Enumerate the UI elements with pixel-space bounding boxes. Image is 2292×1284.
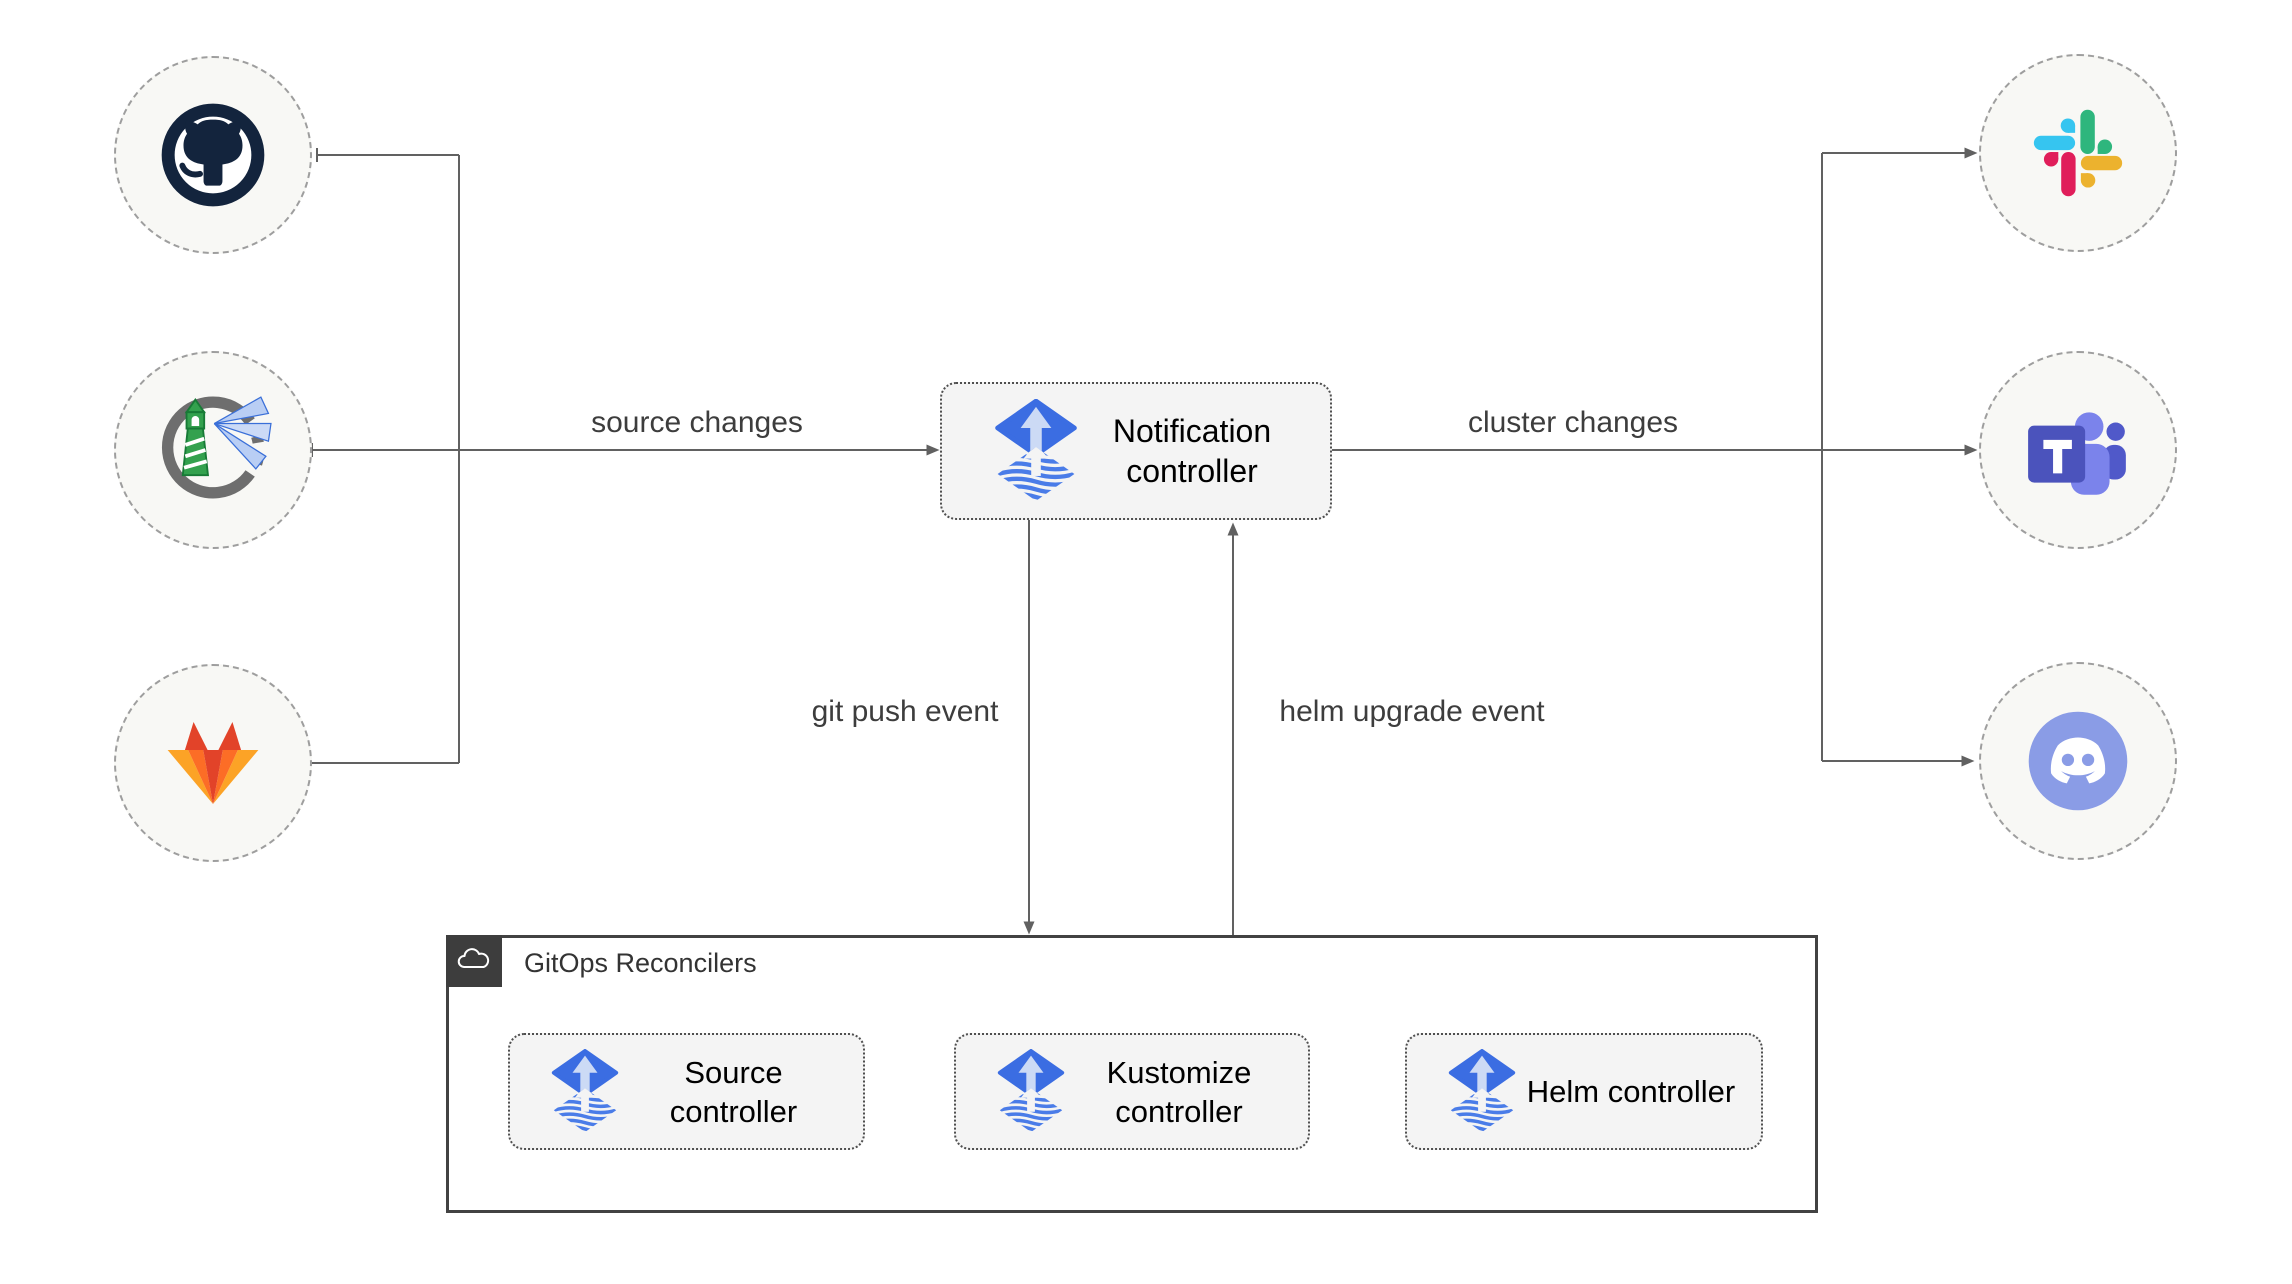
endpoint-gitlab bbox=[114, 664, 312, 862]
node-label: Kustomize controller bbox=[1106, 1054, 1252, 1129]
harbor-icon bbox=[162, 396, 272, 499]
endpoint-discord bbox=[1979, 662, 2177, 860]
cloud-icon bbox=[457, 948, 490, 968]
node-label: Helm controller bbox=[1526, 1074, 1736, 1109]
flux-icon bbox=[997, 1049, 1065, 1133]
github-icon bbox=[161, 103, 265, 207]
edge-label-cluster-changes: cluster changes bbox=[1463, 406, 1683, 440]
node-notification-controller: Notification controller bbox=[940, 382, 1332, 520]
node-source-controller: Source controller bbox=[508, 1033, 865, 1150]
flux-icon bbox=[1448, 1049, 1516, 1133]
gitops-badge bbox=[446, 935, 502, 987]
node-helm-controller: Helm controller bbox=[1405, 1033, 1763, 1150]
endpoint-github bbox=[114, 56, 312, 254]
endpoint-teams bbox=[1979, 351, 2177, 549]
gitlab-icon bbox=[167, 721, 259, 805]
teams-icon bbox=[2028, 412, 2126, 495]
slack-icon bbox=[2033, 109, 2123, 197]
edge-label-helm-upgrade-event: helm upgrade event bbox=[1275, 695, 1549, 729]
discord-icon bbox=[2028, 711, 2128, 811]
flux-icon bbox=[551, 1049, 619, 1133]
flux-icon bbox=[995, 399, 1077, 501]
endpoint-harbor bbox=[114, 351, 312, 549]
edge-label-source-changes: source changes bbox=[587, 406, 807, 440]
gitops-title: GitOps Reconcilers bbox=[524, 948, 757, 978]
edge-label-git-push-event: git push event bbox=[807, 695, 1003, 729]
node-kustomize-controller: Kustomize controller bbox=[954, 1033, 1310, 1150]
node-label: Notification controller bbox=[1112, 413, 1272, 489]
endpoint-slack bbox=[1979, 54, 2177, 252]
node-label: Source controller bbox=[669, 1054, 798, 1129]
